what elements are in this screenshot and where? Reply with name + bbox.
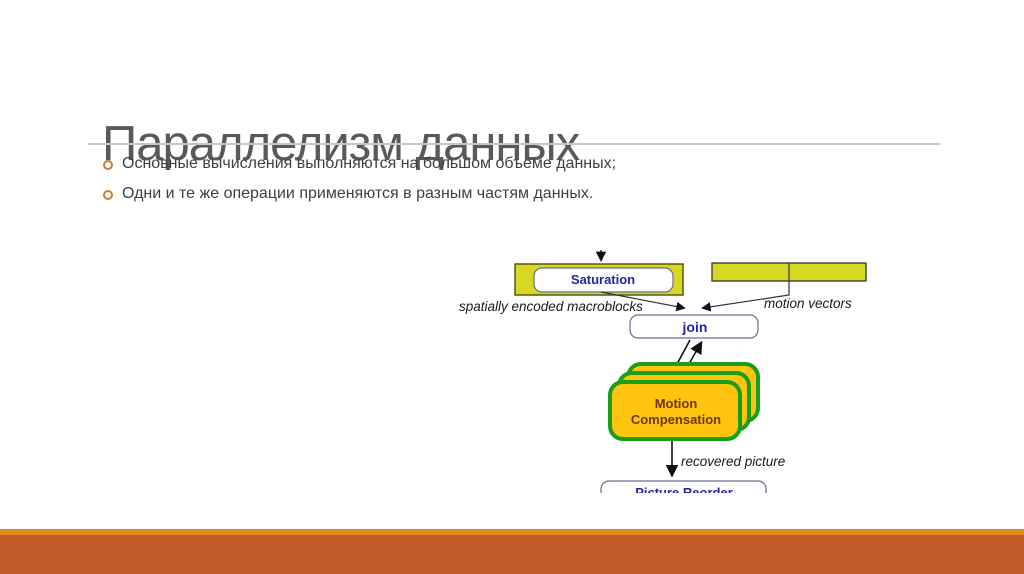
join-box: [629, 314, 759, 339]
bullet-text: Одни и те же операции применяются в разн…: [122, 185, 594, 202]
saturation-label: Saturation: [571, 272, 635, 287]
bullet-text: Основные вычисления выполняются на больш…: [122, 155, 617, 172]
dataflow-diagram-svg: Saturation spatially encoded macroblocks…: [459, 250, 867, 493]
dataflow-diagram: Saturation spatially encoded macroblocks…: [449, 250, 881, 493]
bullet-circle-icon: [103, 190, 113, 200]
saturation-to-join-arrow: [600, 291, 686, 312]
motion-vectors-label: motion vectors: [764, 296, 852, 311]
list-item: Одни и те же операции применяются в разн…: [103, 179, 823, 209]
list-item: Основные вычисления выполняются на больш…: [103, 149, 823, 179]
picture-reorder-box: [600, 480, 767, 493]
join-label: join: [682, 319, 708, 335]
footer-bar: [0, 535, 1024, 574]
recovered-picture-label: recovered picture: [681, 454, 785, 469]
motion-compensation-box: [608, 380, 742, 441]
motion-compensation-label-line1: Motion: [655, 396, 698, 411]
bullet-list: Основные вычисления выполняются на больш…: [103, 149, 823, 209]
bullet-circle-icon: [103, 160, 113, 170]
picture-reorder-label: Picture Reorder: [635, 485, 733, 493]
motion-compensation-label-line2: Compensation: [631, 412, 721, 427]
spatially-encoded-label: spatially encoded macroblocks: [459, 299, 643, 314]
vectors-to-join-arrow: [701, 281, 790, 312]
title-divider: [88, 143, 940, 145]
footer-accent-strip: [0, 529, 1024, 535]
